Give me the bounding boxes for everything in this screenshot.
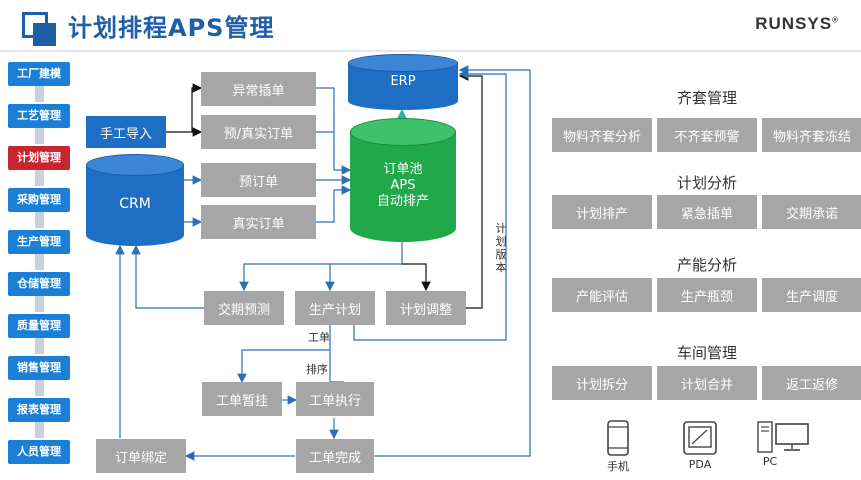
- sidebar-connector: [35, 168, 44, 186]
- page-title: 计划排程APS管理: [68, 14, 275, 42]
- pre-order-box[interactable]: 预订单: [201, 163, 316, 197]
- device-label-pc: PC: [762, 455, 778, 468]
- title-divider: [0, 50, 861, 52]
- abnormal-insert-box[interactable]: 异常插单: [201, 72, 316, 106]
- crm-label: CRM: [119, 196, 151, 212]
- manual-import-box[interactable]: 手工导入: [86, 116, 166, 148]
- sidebar-item-reports[interactable]: 报表管理: [8, 398, 70, 422]
- feature-delivery-promise[interactable]: 交期承诺: [762, 195, 861, 229]
- feature-kit-shortage-alert[interactable]: 不齐套预警: [657, 118, 757, 152]
- sidebar-item-sales[interactable]: 销售管理: [8, 356, 70, 380]
- sidebar-connector: [35, 336, 44, 354]
- sidebar-connector: [35, 84, 44, 102]
- sidebar-connector: [35, 210, 44, 228]
- sidebar-item-process[interactable]: 工艺管理: [8, 104, 70, 128]
- sidebar-item-planning[interactable]: 计划管理: [8, 146, 70, 170]
- wo-execute-box[interactable]: 工单执行: [296, 382, 374, 416]
- sidebar-connector: [35, 252, 44, 270]
- pda-icon: [683, 421, 717, 455]
- feature-plan-scheduling[interactable]: 计划排产: [552, 195, 652, 229]
- workorder-label: 工单: [308, 331, 330, 344]
- device-label-pda: PDA: [688, 458, 712, 471]
- wo-suspend-box[interactable]: 工单暂挂: [202, 382, 282, 416]
- feature-production-dispatch[interactable]: 生产调度: [762, 278, 861, 312]
- section-title-kitting: 齐套管理: [676, 89, 737, 107]
- device-label-phone: 手机: [607, 460, 629, 473]
- feature-production-bottleneck[interactable]: 生产瓶颈: [657, 278, 757, 312]
- feature-material-kit-freeze[interactable]: 物料齐套冻结: [762, 118, 861, 152]
- feature-material-kit-analysis[interactable]: 物料齐套分析: [552, 118, 652, 152]
- production-plan-box[interactable]: 生产计划: [295, 291, 375, 325]
- order-bind-box[interactable]: 订单绑定: [96, 439, 186, 473]
- sidebar-item-warehouse[interactable]: 仓储管理: [8, 272, 70, 296]
- delivery-forecast-box[interactable]: 交期预测: [204, 291, 284, 325]
- order-pool-label: 订单池 APS 自动排产: [376, 162, 429, 209]
- logo: RUNSYS®: [755, 14, 839, 33]
- feature-urgent-insert[interactable]: 紧急插单: [657, 195, 757, 229]
- sidebar-item-purchasing[interactable]: 采购管理: [8, 188, 70, 212]
- feature-rework-repair[interactable]: 返工返修: [762, 366, 861, 400]
- sidebar-connector: [35, 126, 44, 144]
- section-title-workshop: 车间管理: [676, 344, 737, 362]
- feature-plan-split[interactable]: 计划拆分: [552, 366, 652, 400]
- schedule-label: 排序: [306, 363, 328, 376]
- feature-plan-merge[interactable]: 计划合并: [657, 366, 757, 400]
- sidebar-item-personnel[interactable]: 人员管理: [8, 440, 70, 464]
- pre-real-order-box[interactable]: 预/真实订单: [201, 115, 316, 149]
- sidebar-connector: [35, 294, 44, 312]
- pc-icon: [757, 421, 809, 453]
- sidebar-connector: [35, 378, 44, 396]
- section-title-plan-analysis: 计划分析: [676, 174, 737, 192]
- section-title-capacity: 产能分析: [676, 256, 737, 274]
- crm-database: CRM: [86, 154, 184, 246]
- feature-capacity-assessment[interactable]: 产能评估: [552, 278, 652, 312]
- sidebar-item-production[interactable]: 生产管理: [8, 230, 70, 254]
- phone-icon: [607, 420, 629, 456]
- erp-database: ERP: [348, 54, 458, 110]
- plan-adjust-box[interactable]: 计划调整: [386, 291, 466, 325]
- plan-version-label: 计划版本: [495, 222, 507, 274]
- sidebar-item-quality[interactable]: 质量管理: [8, 314, 70, 338]
- sidebar-item-factory-modeling[interactable]: 工厂建模: [8, 62, 70, 86]
- sidebar-connector: [35, 420, 44, 438]
- title-icon: [22, 12, 56, 46]
- real-order-box[interactable]: 真实订单: [201, 205, 316, 239]
- order-pool-database: 订单池 APS 自动排产: [350, 118, 456, 242]
- erp-label: ERP: [390, 74, 416, 89]
- wo-complete-box[interactable]: 工单完成: [296, 439, 374, 473]
